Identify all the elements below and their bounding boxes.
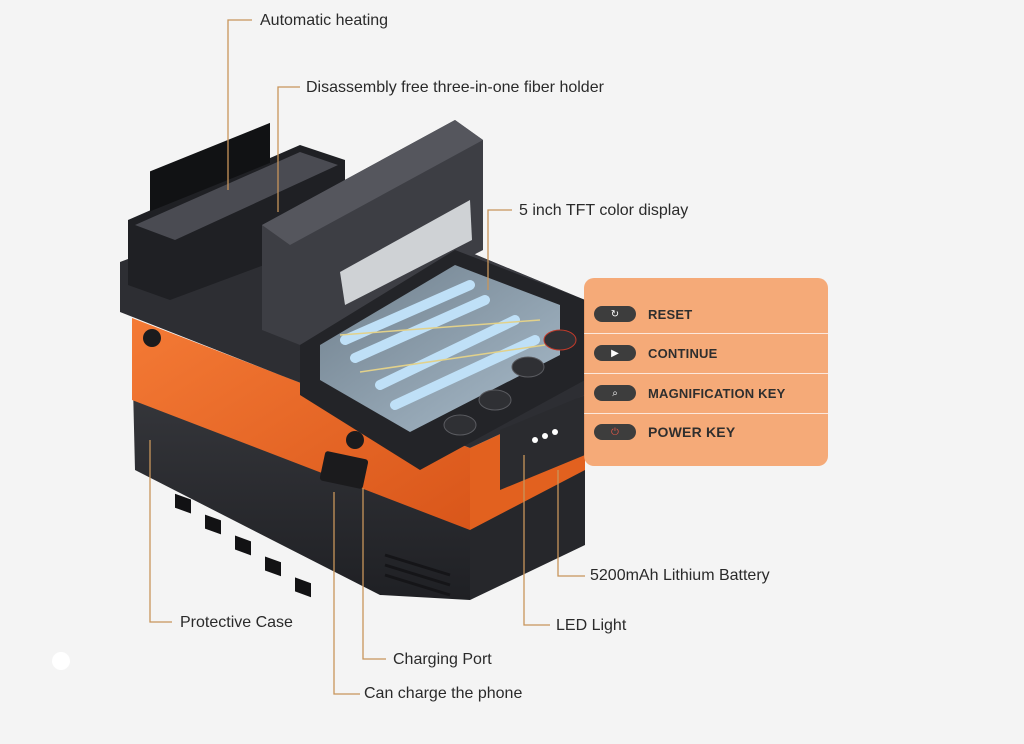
key-divider — [584, 373, 828, 374]
key-label-reset: RESET — [648, 306, 693, 322]
decorative-dot — [52, 652, 70, 670]
callout-led-light: LED Light — [556, 617, 627, 634]
key-legend-panel: ↻ RESET ▶ CONTINUE ⌕ MAGNIFICATION KEY ⏻… — [584, 278, 828, 466]
callout-tft-display: 5 inch TFT color display — [519, 202, 689, 219]
reset-icon: ↻ — [594, 306, 636, 322]
key-row-continue: ▶ CONTINUE — [594, 336, 824, 370]
callout-charging-port: Charging Port — [393, 651, 492, 668]
play-icon: ▶ — [594, 345, 636, 361]
callout-automatic-heating: Automatic heating — [260, 12, 389, 29]
key-row-reset: ↻ RESET — [594, 297, 824, 331]
wind-cover — [262, 120, 483, 345]
key-divider — [584, 333, 828, 334]
callout-fiber-holder: Disassembly free three-in-one fiber hold… — [306, 79, 604, 96]
key-label-continue: CONTINUE — [648, 345, 718, 361]
battery-panel — [500, 395, 585, 490]
power-icon: ⏻ — [594, 424, 636, 440]
key-divider — [584, 413, 828, 414]
tft-screen — [320, 265, 560, 432]
key-row-power: ⏻ POWER KEY — [594, 415, 824, 449]
callout-battery: 5200mAh Lithium Battery — [590, 567, 770, 584]
key-label-magnification: MAGNIFICATION KEY — [648, 385, 786, 401]
leader-lines — [149, 19, 585, 695]
key-row-magnification: ⌕ MAGNIFICATION KEY — [594, 376, 824, 410]
charging-port-socket — [319, 451, 369, 489]
callout-protective-case: Protective Case — [180, 614, 293, 631]
key-label-power: POWER KEY — [648, 424, 736, 440]
screen-buttons — [443, 329, 577, 436]
magnifier-icon: ⌕ — [594, 385, 636, 401]
callout-charge-phone: Can charge the phone — [364, 685, 523, 702]
heater-unit — [128, 122, 345, 300]
